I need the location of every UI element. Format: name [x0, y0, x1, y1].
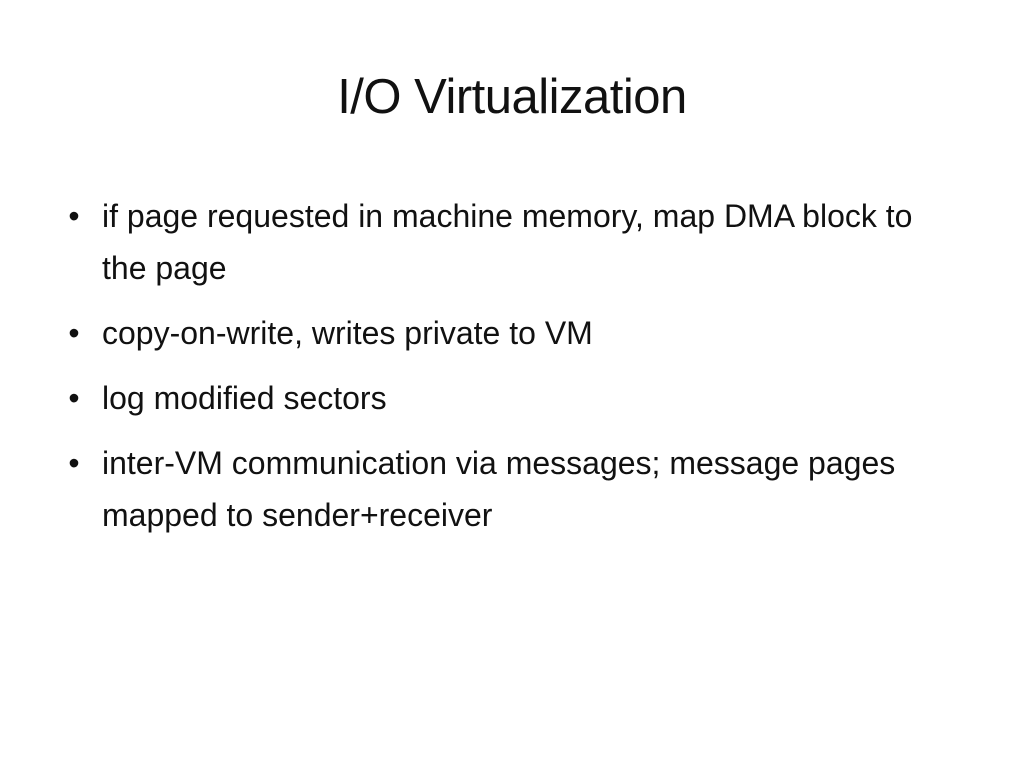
bullet-list: • if page requested in machine memory, m… [62, 190, 962, 554]
slide-title: I/O Virtualization [337, 70, 687, 124]
bullet-item: • inter-VM communication via messages; m… [62, 437, 962, 541]
bullet-item: • copy-on-write, writes private to VM [62, 307, 962, 359]
bullet-icon: • [68, 445, 80, 481]
bullet-text: if page requested in machine memory, map… [102, 198, 913, 286]
bullet-item: • if page requested in machine memory, m… [62, 190, 962, 294]
bullet-icon: • [68, 315, 80, 351]
bullet-text: copy-on-write, writes private to VM [102, 315, 593, 351]
bullet-text: inter-VM communication via messages; mes… [102, 445, 896, 533]
bullet-icon: • [68, 198, 80, 234]
bullet-item: • log modified sectors [62, 372, 962, 424]
bullet-icon: • [68, 380, 80, 416]
bullet-text: log modified sectors [102, 380, 387, 416]
